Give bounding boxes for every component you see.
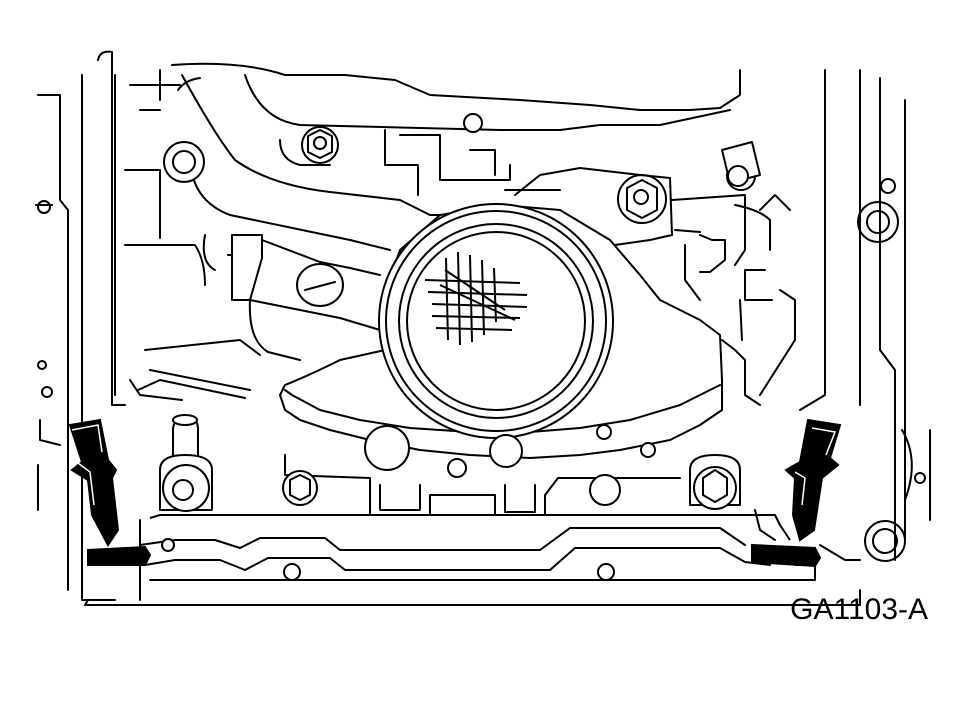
top-bolts — [163, 113, 761, 224]
housing-outline — [37, 50, 931, 601]
seal-hatching — [424, 251, 528, 346]
crankshaft-seal — [378, 203, 614, 439]
lower-bolts — [159, 414, 741, 552]
housing-holes — [364, 424, 656, 478]
down-arrow-icon — [68, 418, 120, 547]
hose-bracket — [202, 234, 381, 331]
sealant-beads — [87, 543, 822, 568]
side-bolt-holes — [35, 178, 926, 562]
figure-code-label: GA1103-A — [790, 593, 928, 626]
oil-pan-section — [84, 454, 861, 606]
upper-manifold — [124, 62, 741, 286]
brackets — [384, 129, 791, 301]
down-arrow-icon — [784, 418, 842, 542]
